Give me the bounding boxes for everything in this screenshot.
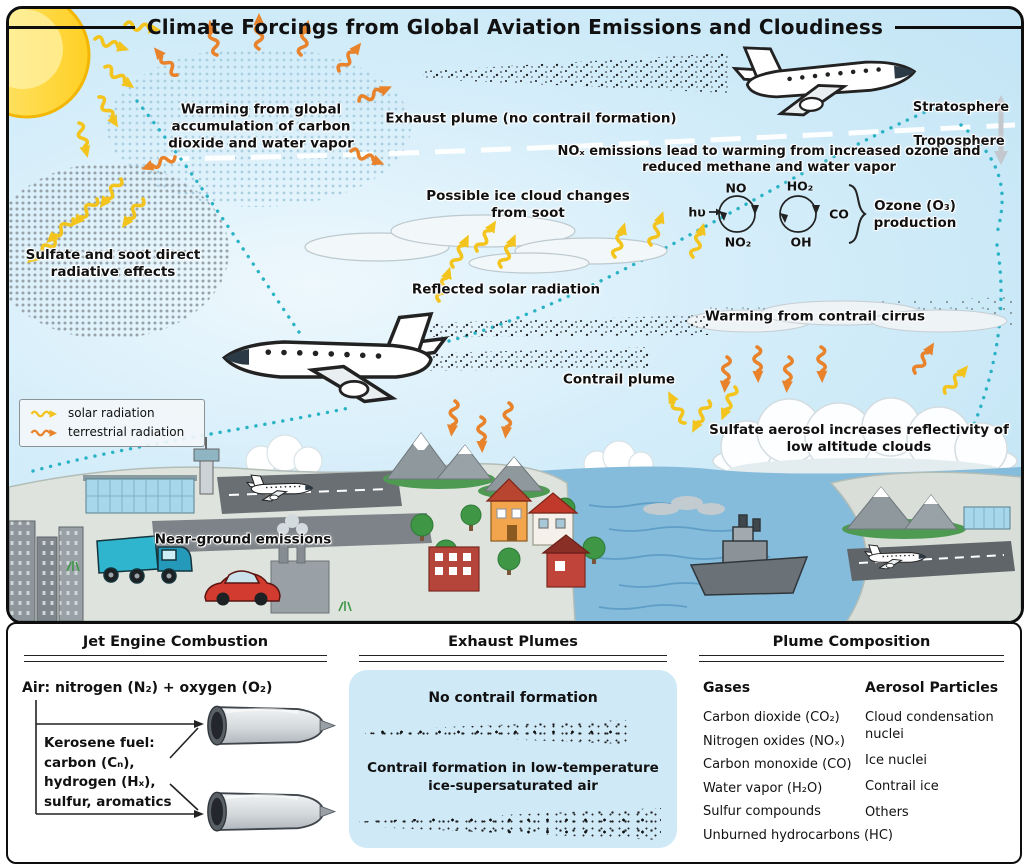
label-contrail-cirrus: Warming from contrail cirrus [704, 308, 926, 325]
bracket [848, 184, 867, 244]
mountains [383, 432, 966, 539]
airplane-mid-icon [222, 312, 447, 404]
label-reflected-solar: Reflected solar radiation [411, 281, 601, 298]
ship-icon [643, 496, 809, 596]
label-no: NO [725, 180, 747, 196]
plumes-rule [359, 655, 667, 662]
list-item: Carbon dioxide (CO₂) [703, 710, 840, 725]
radiation-legend: solar radiation terrestrial radiation [19, 399, 205, 448]
gases-list: Carbon dioxide (CO₂) Nitrogen oxides (NO… [703, 710, 893, 851]
label-co: CO [829, 206, 849, 222]
label-hv: hυ [688, 204, 706, 220]
no-contrail-label: No contrail formation [428, 690, 598, 706]
plumes-title: Exhaust Plumes [448, 634, 578, 650]
jet-engine-lower-icon [206, 790, 337, 833]
label-exhaust-plume: Exhaust plume (no contrail formation) [385, 110, 677, 127]
label-sulfate-aerosol: Sulfate aerosol increases reflectivity o… [709, 422, 1009, 455]
solar-arrow-icon [30, 409, 57, 418]
label-stratosphere: Stratosphere [912, 99, 1010, 115]
diagram-title: Climate Forcings from Global Aviation Em… [146, 15, 884, 39]
air-label: Air: nitrogen (N₂) + oxygen (O₂) [22, 680, 273, 696]
island-terminal [963, 506, 1011, 530]
list-item: Contrail ice [865, 778, 939, 794]
runway-centerline [228, 488, 390, 496]
list-item: Unburned hydrocarbons (HC) [703, 827, 893, 843]
scene-graphic [9, 9, 1021, 621]
ice-cloud [304, 214, 668, 274]
combustion-column: Jet Engine Combustion Air: nitrogen (N₂)… [8, 624, 343, 862]
ground-road [152, 513, 432, 553]
list-item: Water vapor (H₂O) [703, 780, 823, 796]
jet-engine-upper-icon [206, 704, 337, 747]
detail-panel: Jet Engine Combustion Air: nitrogen (N₂)… [6, 622, 1022, 864]
label-nox: NOₓ emissions lead to warming from incre… [557, 143, 981, 175]
contrail-speckle-lower [371, 347, 649, 371]
label-ho2: HO₂ [786, 178, 814, 194]
contrail-speckle-upper [429, 315, 709, 337]
label-no2: NO₂ [724, 234, 752, 250]
label-ice-cloud: Possible ice cloud changes from soot [426, 188, 630, 221]
list-item: Cloud condensation nuclei [865, 710, 994, 742]
truck-icon [96, 535, 193, 584]
island-runway [847, 541, 1015, 581]
list-item: Ice nuclei [865, 752, 927, 768]
composition-rule [699, 655, 1004, 662]
label-ozone-production: Ozone (O₃) production [873, 198, 957, 231]
ozone-cycle-diagram [709, 184, 867, 244]
legend-solar-label: solar radiation [68, 406, 155, 420]
halftone-warming-patch [107, 47, 411, 207]
fuel-label: Kerosene fuel: carbon (Cₙ), hydrogen (Hₓ… [44, 735, 172, 810]
combustion-connectors [35, 700, 199, 815]
terminal-building [83, 475, 197, 514]
title-row: Climate Forcings from Global Aviation Em… [9, 15, 1021, 39]
label-near-ground: Near-ground emissions [154, 531, 332, 548]
aerosol-heading: Aerosol Particles [865, 680, 999, 696]
legend-terrestrial-label: terrestrial radiation [68, 425, 185, 440]
list-item: Carbon monoxide (CO) [703, 757, 852, 772]
list-item: Others [865, 804, 909, 820]
label-warming-co2: Warming from global accumulation of carb… [168, 101, 354, 152]
plumes-column: Exhaust Plumes No contrail formation Con… [343, 624, 683, 862]
sky-diagram-panel: Climate Forcings from Global Aviation Em… [6, 6, 1024, 624]
combustion-rule [24, 655, 327, 662]
terrestrial-arrow-icon [30, 429, 57, 437]
label-oh: OH [790, 234, 812, 250]
airplane-top-icon [731, 34, 919, 121]
car-icon [204, 570, 281, 606]
label-contrail-plume: Contrail plume [562, 371, 676, 388]
factory-icon [270, 514, 330, 614]
grass [66, 561, 352, 612]
city-skyline [9, 520, 84, 621]
control-tower-icon [193, 437, 220, 495]
houses [428, 478, 591, 592]
combustion-title: Jet Engine Combustion [82, 634, 269, 650]
halftone-sulfate-patch [9, 163, 229, 339]
exhaust-plume-speckle [423, 53, 729, 93]
aerosols-list: Cloud condensation nuclei Ice nuclei Con… [865, 710, 1013, 830]
gases-heading: Gases [703, 680, 751, 696]
strat-trop-arrow-icon [994, 95, 1008, 165]
tropopause-dashed-line [158, 122, 1016, 162]
contrail-label: Contrail formation in low-temperature ic… [367, 760, 659, 794]
composition-title: Plume Composition [772, 634, 931, 650]
connector-arrowheads [194, 720, 204, 818]
label-sulfate-soot: Sulfate and soot direct radiative effect… [25, 247, 201, 280]
list-item: Sulfur compounds [703, 804, 821, 819]
cirrus-cloud [686, 300, 1008, 333]
label-troposphere: Troposphere [913, 133, 1005, 149]
combustion-graphic [35, 700, 337, 833]
list-item: Nitrogen oxides (NOₓ) [703, 733, 845, 749]
composition-column: Plume Composition Gases Aerosol Particle… [683, 624, 1020, 862]
